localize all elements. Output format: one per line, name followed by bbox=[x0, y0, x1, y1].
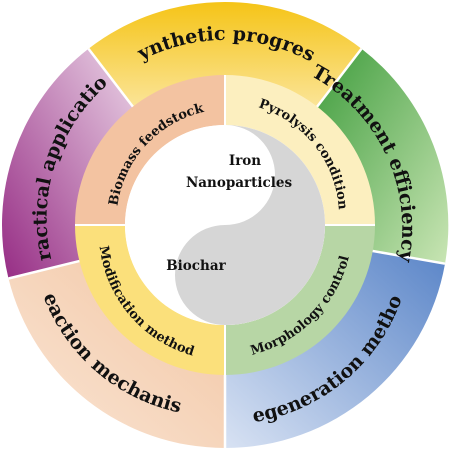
segment-regeneration-method bbox=[225, 250, 445, 449]
segment-morphology-control bbox=[225, 225, 375, 375]
segment-practical-application bbox=[1, 48, 135, 279]
segment-synthetic-progress bbox=[88, 2, 362, 109]
label-iron: Iron bbox=[229, 153, 261, 169]
label-nanoparticles: Nanoparticles bbox=[186, 175, 293, 191]
segment-biomass-feedstock bbox=[75, 75, 225, 225]
segment-modification-method bbox=[75, 225, 225, 375]
segment-pyrolysis-condition bbox=[225, 75, 375, 225]
label-biochar: Biochar bbox=[166, 258, 226, 274]
inner-ring-dividers bbox=[75, 75, 375, 375]
segment-treatment-efficiency bbox=[315, 48, 449, 264]
center-iron-nanoparticles-region bbox=[175, 125, 325, 325]
segment-reaction-mechanism bbox=[8, 260, 225, 448]
outer-ring-dividers bbox=[8, 47, 446, 448]
